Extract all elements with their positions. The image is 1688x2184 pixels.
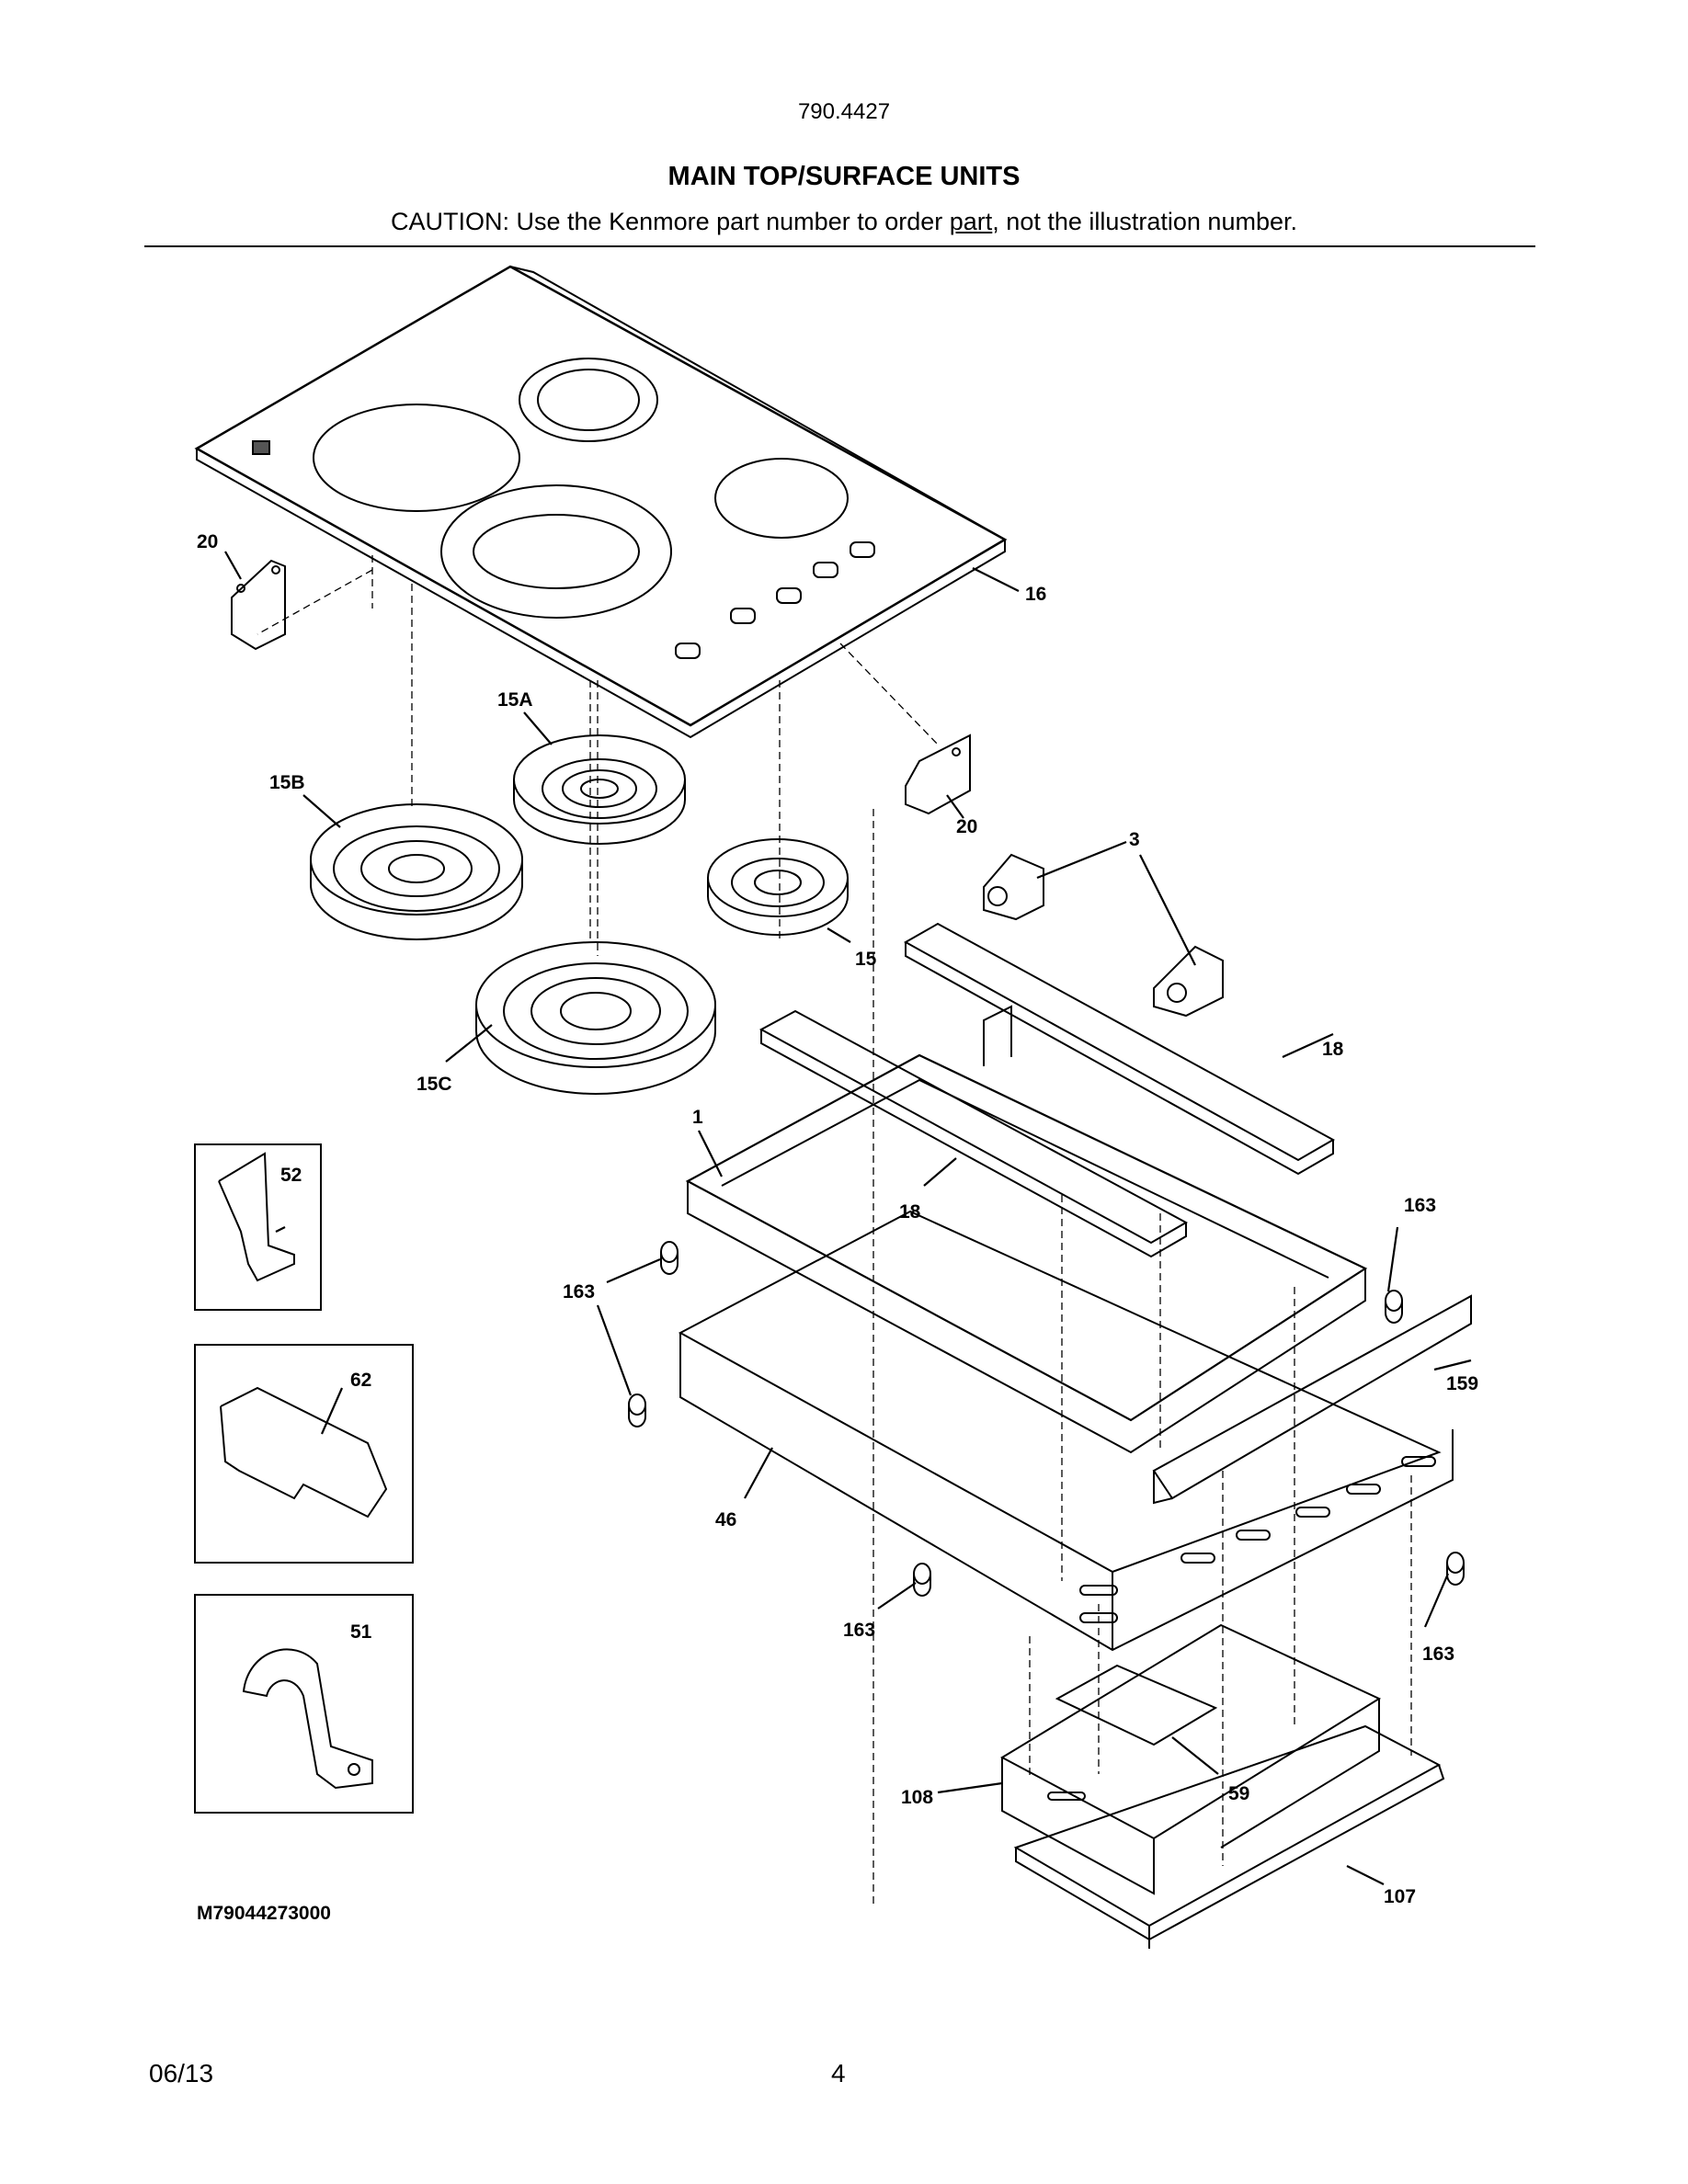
block-62-part <box>220 1386 388 1519</box>
callout-15c: 15C <box>416 1074 452 1095</box>
callout-16: 16 <box>1025 584 1046 605</box>
surface-element-15c <box>475 941 716 1095</box>
caution-note: CAUTION: Use the Kenmore part number to … <box>0 208 1688 236</box>
callout-159: 159 <box>1446 1373 1478 1394</box>
foot-163-c <box>1385 1290 1403 1324</box>
header-divider <box>144 245 1535 247</box>
callout-59: 59 <box>1228 1783 1249 1804</box>
caution-text-end: , not the illustration number. <box>992 208 1297 235</box>
foot-163-b <box>628 1393 646 1428</box>
callout-163-left: 163 <box>563 1281 595 1302</box>
clamp-51-part <box>242 1648 373 1790</box>
bottom-pan-46 <box>678 1210 1454 1652</box>
inset-box-62 <box>194 1344 414 1564</box>
foot-163-d <box>913 1563 931 1597</box>
surface-element-15b <box>310 803 523 940</box>
callout-163-right-top: 163 <box>1404 1195 1436 1216</box>
support-rail-18-rear <box>903 922 1336 1176</box>
bracket-20-left <box>231 559 286 651</box>
callout-107: 107 <box>1384 1886 1416 1907</box>
plate-59 <box>1055 1664 1218 1746</box>
shield-107 <box>1013 1724 1445 1949</box>
page-number: 4 <box>831 2059 846 2087</box>
callout-18-rear: 18 <box>1322 1039 1344 1060</box>
callout-20-top-left: 20 <box>197 531 218 552</box>
shield-108 <box>999 1623 1382 1895</box>
bracket-3-right <box>1153 945 1224 1018</box>
frame-1 <box>685 1005 1368 1454</box>
support-rail-18-front <box>758 1009 1189 1258</box>
callout-15a: 15A <box>497 689 533 711</box>
callout-108: 108 <box>901 1787 933 1808</box>
callout-20-mid: 20 <box>956 816 977 837</box>
callout-15: 15 <box>855 949 877 970</box>
foot-163-e <box>1446 1552 1465 1586</box>
cooktop-glass-part <box>194 265 1008 739</box>
footer-date: 06/13 <box>149 2059 214 2087</box>
clip-52-part <box>218 1152 295 1282</box>
surface-element-15 <box>707 838 849 936</box>
foot-163-a <box>660 1241 679 1275</box>
callout-62: 62 <box>350 1370 371 1391</box>
bracket-3-left <box>983 853 1044 921</box>
callout-46: 46 <box>715 1509 736 1530</box>
callout-51: 51 <box>350 1621 372 1643</box>
caution-underlined-word: part <box>949 208 993 235</box>
callout-18-front: 18 <box>899 1201 921 1223</box>
callout-3: 3 <box>1129 829 1140 850</box>
channel-159 <box>1152 1294 1472 1505</box>
callout-15b: 15B <box>269 772 305 793</box>
model-number: 790.4427 <box>797 99 891 124</box>
callout-1: 1 <box>692 1107 703 1128</box>
callout-52: 52 <box>280 1165 302 1186</box>
inset-box-52 <box>194 1143 322 1311</box>
surface-element-15a <box>513 734 686 845</box>
callout-163-bottom: 163 <box>843 1620 875 1641</box>
inset-box-51 <box>194 1594 414 1814</box>
page-title: MAIN TOP/SURFACE UNITS <box>667 162 1021 191</box>
drawing-number: M79044273000 <box>197 1903 331 1924</box>
caution-text-start: CAUTION: Use the Kenmore part number to … <box>391 208 950 235</box>
callout-163-right-bottom: 163 <box>1422 1644 1454 1665</box>
bracket-20-right <box>905 734 971 815</box>
